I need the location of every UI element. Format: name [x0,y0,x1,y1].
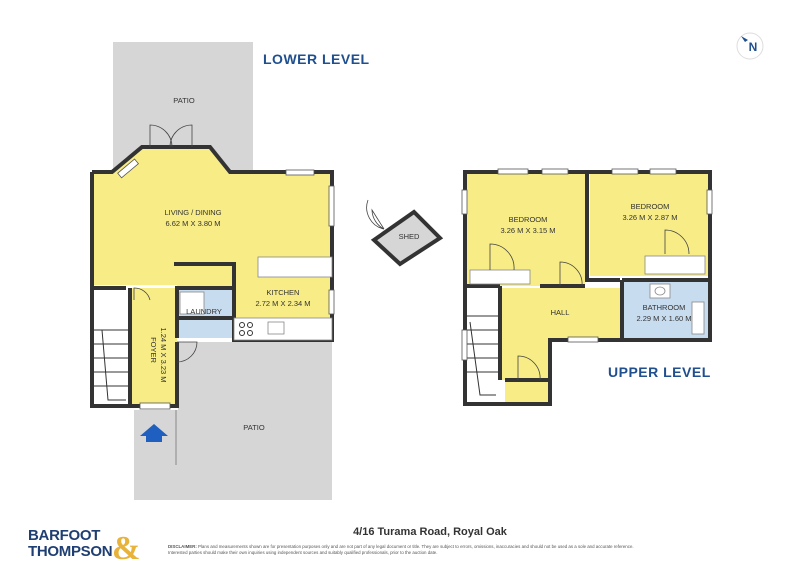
foyer-floor [130,288,177,406]
foyer-dims: 1.24 M X 3.23 M [159,327,168,382]
logo-ampersand: & [112,530,141,567]
kitchen-label: KITCHEN [267,288,300,297]
living-dims: 6.62 M X 3.80 M [165,219,220,228]
kitchen-dims: 2.72 M X 2.34 M [255,299,310,308]
shed-label: SHED [399,232,420,241]
bedroom2-dims: 3.26 M X 2.87 M [622,213,677,222]
bedroom2-floor [590,172,710,276]
patio-bottom-area [178,342,332,500]
entry-path [134,410,178,500]
living-dining-floor [92,147,332,340]
cooktop-icon [239,322,253,336]
bathroom-label: BATHROOM [643,303,686,312]
patio-bottom-label: PATIO [243,423,265,432]
hall-label: HALL [551,308,570,317]
company-logo: BARFOOT THOMPSON & [28,528,148,576]
patio-top-label: PATIO [173,96,195,105]
sink-icon [267,321,285,335]
north-compass-icon: N [736,32,764,60]
floor-plan: LOWER LEVEL UPPER LEVEL N PATIO PATIO [90,32,764,500]
kitchen-bench [233,317,333,341]
foyer-label: FOYER [149,337,158,363]
entry-arrow-icon [140,424,168,442]
bathroom-dims: 2.29 M X 1.60 M [636,314,691,323]
laundry-tub [179,291,205,315]
vanity-icon [649,283,671,299]
kitchen-island [257,256,333,278]
disclaimer: DISCLAIMER: Plans and measurements shown… [168,544,648,555]
upper-stairs [465,286,500,404]
disclaimer-text: Plans and measurements shown are for pre… [168,544,634,555]
lower-stairs [92,290,130,406]
disclaimer-label: DISCLAIMER: [168,544,197,549]
bedroom1-dims: 3.26 M X 3.15 M [500,226,555,235]
bedroom2-wardrobe [644,255,706,275]
bedroom1-wardrobe [469,269,531,285]
bedroom2-label: BEDROOM [631,202,670,211]
hall-floor [500,288,620,404]
living-label: LIVING / DINING [164,208,221,217]
property-address: 4/16 Turama Road, Royal Oak [353,526,507,538]
logo-line-2: THOMPSON [28,543,113,560]
upper-level-title: UPPER LEVEL [608,364,711,380]
shed: SHED [366,199,444,267]
compass-label: N [749,40,758,54]
logo-line-1: BARFOOT [28,527,101,544]
bedroom1-floor [465,172,585,286]
toilet-icon [691,301,705,335]
bedroom1-label: BEDROOM [509,215,548,224]
laundry-label: LAUNDRY [186,307,222,316]
footer: BARFOOT THOMPSON & 4/16 Turama Road, Roy… [0,520,800,584]
lower-level-title: LOWER LEVEL [263,51,370,67]
